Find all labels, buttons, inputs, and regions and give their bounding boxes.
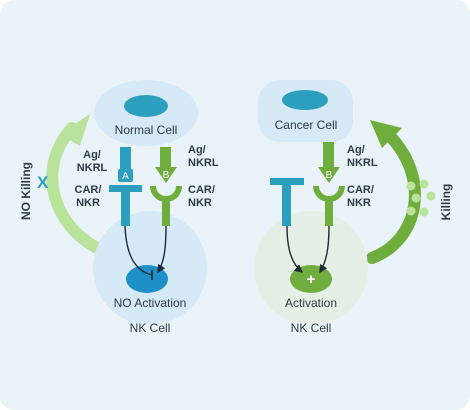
nk-cell-label-left: NK Cell bbox=[130, 321, 171, 335]
receptor-label-right-line2: NKR bbox=[347, 197, 371, 209]
signal-arrow-b-right bbox=[319, 225, 330, 274]
inhibit-signal-line bbox=[124, 225, 153, 276]
ligand-label-right-line2: NKRL bbox=[347, 157, 378, 169]
ligand-label-right-line1: Ag/ bbox=[347, 144, 365, 156]
killing-arrow bbox=[366, 126, 421, 264]
receptor-label-a-line2: NKR bbox=[76, 197, 100, 209]
receptor-a-unbound bbox=[270, 178, 304, 226]
normal-cell-label: Normal Cell bbox=[115, 123, 178, 137]
ligand-label-b-line2: NKRL bbox=[188, 157, 219, 169]
receptor-b bbox=[150, 147, 182, 226]
nk-cell-label-right: NK Cell bbox=[291, 321, 332, 335]
killing-arrowhead bbox=[370, 120, 402, 148]
cancer-cell-nucleus bbox=[282, 90, 328, 110]
receptor-label-right-line1: CAR/ bbox=[347, 184, 374, 196]
activating-signal-arrow-left bbox=[157, 225, 167, 274]
killing-label: Killing bbox=[439, 184, 453, 221]
receptor-label-b-line2: NKR bbox=[188, 197, 212, 209]
right-panel: Killing + Activation NK Cell Cancer Cell… bbox=[254, 80, 453, 335]
receptor-b-badge-right: B bbox=[326, 170, 333, 181]
no-killing-x: X bbox=[37, 173, 49, 192]
receptor-a-badge: A bbox=[122, 171, 129, 182]
cancer-cell-label: Cancer Cell bbox=[275, 118, 338, 132]
receptor-b-badge: B bbox=[163, 170, 170, 181]
receptor-label-b-line1: CAR/ bbox=[188, 184, 215, 196]
no-killing-arrow bbox=[46, 122, 121, 261]
receptor-b-bound bbox=[313, 142, 345, 226]
normal-cell-nucleus bbox=[124, 95, 168, 117]
nk-nucleus-left bbox=[126, 265, 168, 293]
cancer-cell bbox=[258, 80, 353, 142]
receptor-label-a-line1: CAR/ bbox=[75, 184, 102, 196]
no-activation-label: NO Activation bbox=[114, 296, 187, 310]
no-killing-arrowhead bbox=[60, 114, 90, 146]
signal-arrow-a-right bbox=[286, 225, 304, 273]
ligand-label-b-line1: Ag/ bbox=[188, 144, 206, 156]
left-panel: X NO Killing NO Activation NK Cell Norma… bbox=[19, 80, 219, 335]
cytotoxic-granules bbox=[406, 179, 436, 217]
ligand-label-a-line1: Ag/ bbox=[83, 149, 101, 161]
ligand-label-a-line2: NKRL bbox=[77, 162, 108, 174]
no-killing-label: NO Killing bbox=[19, 162, 33, 220]
receptor-a bbox=[109, 147, 142, 226]
activation-plus-icon: + bbox=[307, 271, 316, 288]
activation-label: Activation bbox=[285, 296, 337, 310]
